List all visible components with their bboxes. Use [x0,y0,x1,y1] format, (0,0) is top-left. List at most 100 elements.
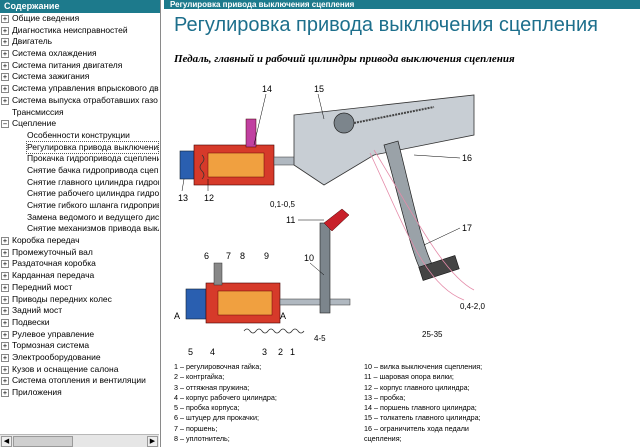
callout-1: 1 [290,347,295,357]
scroll-thumb[interactable] [13,436,73,447]
legend-item: 3 – оттяжная пружина; [174,382,250,392]
expand-icon[interactable]: + [1,389,9,397]
expand-icon[interactable]: + [1,330,9,339]
toc-subitem[interactable]: Снятие рабочего цилиндра гидроп [0,188,159,200]
toc-item[interactable]: +Задний мост [0,305,159,317]
callout-7: 7 [226,251,231,261]
expand-icon[interactable]: + [1,283,9,292]
toc-subitem[interactable]: Прокачка гидропривода сцеплени [0,153,159,165]
callout-13: 13 [178,193,188,203]
toc-item[interactable]: +Приложения [0,387,159,399]
toc-tree: +Общие сведения+Диагностика неисправност… [0,13,159,433]
toc-item-label: Тормозная система [12,340,90,351]
toc-item[interactable]: Трансмиссия [0,107,159,119]
toc-item[interactable]: +Общие сведения [0,13,159,25]
toc-item-label: Раздаточная коробка [12,258,96,269]
expand-icon[interactable]: + [1,318,9,327]
toc-item-label: Подвески [12,316,50,327]
expand-icon[interactable]: + [1,237,9,246]
legend-item: 10 – вилка выключения сцепления; [364,362,483,371]
legend-item: 12 – корпус главного цилиндра; [364,382,470,392]
legend-item: 4 – корпус рабочего цилиндра; [174,392,277,402]
expand-icon[interactable]: + [1,307,9,316]
toc-item[interactable]: +Коробка передач [0,235,159,247]
toc-item[interactable]: +Подвески [0,317,159,329]
toc-item-label: Снятие механизмов привода выкл [27,223,159,234]
toc-item[interactable]: +Система охлаждения [0,48,159,60]
toc-item[interactable]: +Приводы передних колес [0,294,159,306]
callout-6: 6 [204,251,209,261]
expand-icon[interactable]: + [1,365,9,374]
toc-item-label: Регулировка привода выключени [25,140,159,155]
toc-item-label: Общие сведения [12,13,80,23]
legend-item: сцепления; [364,434,402,444]
legend-item: 1 – регулировочная гайка; [174,362,262,371]
toc-item[interactable]: −Сцепление [0,118,159,130]
toc-item[interactable]: +Кузов и оснащение салона [0,364,159,376]
expand-icon[interactable]: + [1,26,9,35]
figure-caption: Педаль, главный и рабочий цилиндры приво… [174,53,515,65]
callout-9: 9 [264,251,269,261]
toc-item[interactable]: +Раздаточная коробка [0,258,159,270]
expand-icon[interactable]: + [1,15,9,23]
toc-subitem[interactable]: Снятие механизмов привода выкл [0,223,159,235]
toc-item-label: Прокачка гидропривода сцеплени [27,153,159,164]
toc-item[interactable]: +Электрооборудование [0,352,159,364]
toc-item[interactable]: +Тормозная система [0,340,159,352]
toc-item[interactable]: +Система управления впрыскового дв [0,83,159,95]
expand-icon[interactable]: + [1,73,9,82]
legend-item: 6 – штуцер для прокачки; [174,413,259,423]
toc-item-label: Промежуточный вал [12,246,93,257]
legend-item: 2 – контргайка; [174,372,225,382]
toc-item-label: Система отопления и вентиляции [12,375,146,386]
legend-item: 13 – пробка; [364,392,406,402]
callout-11: 11 [286,215,295,225]
callout-12: 12 [204,193,214,203]
expand-icon[interactable]: + [1,85,9,94]
toc-item[interactable]: +Система зажигания [0,71,159,83]
toc-item[interactable]: +Двигатель [0,36,159,48]
toc-subitem[interactable]: Снятие гибкого шланга гидроприв [0,200,159,212]
toc-subitem[interactable]: Особенности конструкции [0,130,159,142]
toc-item[interactable]: +Система отопления и вентиляции [0,375,159,387]
expand-icon[interactable]: + [1,272,9,281]
callout-gap-0-1: 0,1-0,5 [270,200,295,209]
expand-icon[interactable]: + [1,38,9,47]
expand-icon[interactable]: + [1,377,9,386]
toc-item[interactable]: +Диагностика неисправностей [0,25,159,37]
toc-item[interactable]: +Передний мост [0,282,159,294]
toc-item[interactable]: +Промежуточный вал [0,247,159,259]
expand-icon[interactable]: + [1,295,9,304]
toc-item-label: Карданная передача [12,270,95,281]
toc-item-label: Приводы передних колес [12,293,112,304]
expand-icon[interactable]: + [1,96,9,105]
callout-3: 3 [262,347,267,357]
toc-item-label: Система охлаждения [12,48,97,59]
collapse-icon[interactable]: − [1,120,9,129]
expand-icon[interactable]: + [1,342,9,351]
toc-subitem[interactable]: Замена ведомого и ведущего дис [0,212,159,224]
expand-icon[interactable]: + [1,61,9,70]
expand-icon[interactable]: + [1,50,9,59]
toc-item[interactable]: +Система питания двигателя [0,60,159,72]
toc-item[interactable]: +Система выпуска отработавших газо [0,95,159,107]
content-header: Регулировка привода выключения сцепления [164,0,640,9]
toc-horizontal-scrollbar[interactable]: ◀ ▶ [0,434,159,447]
expand-icon[interactable]: + [1,248,9,257]
toc-item-label: Передний мост [12,281,73,292]
legend-item: 7 – поршень; [174,423,218,433]
expand-icon[interactable]: + [1,353,9,362]
slave-cylinder [185,262,351,334]
toc-subitem[interactable]: Снятие главного цилиндра гидроп [0,177,159,189]
toc-subitem[interactable]: Регулировка привода выключени [0,140,159,155]
callout-15: 15 [314,84,324,94]
toc-item[interactable]: +Рулевое управление [0,329,159,341]
scroll-right-arrow-icon[interactable]: ▶ [147,436,158,447]
toc-item[interactable]: +Карданная передача [0,270,159,282]
toc-item-label: Сцепление [12,118,57,129]
callout-gap-25-35: 25-35 [422,330,443,339]
scroll-left-arrow-icon[interactable]: ◀ [1,436,12,447]
toc-item-label: Замена ведомого и ведущего дис [27,211,159,222]
expand-icon[interactable]: + [1,260,9,269]
toc-subitem[interactable]: Снятие бачка гидропривода сцеп [0,165,159,177]
